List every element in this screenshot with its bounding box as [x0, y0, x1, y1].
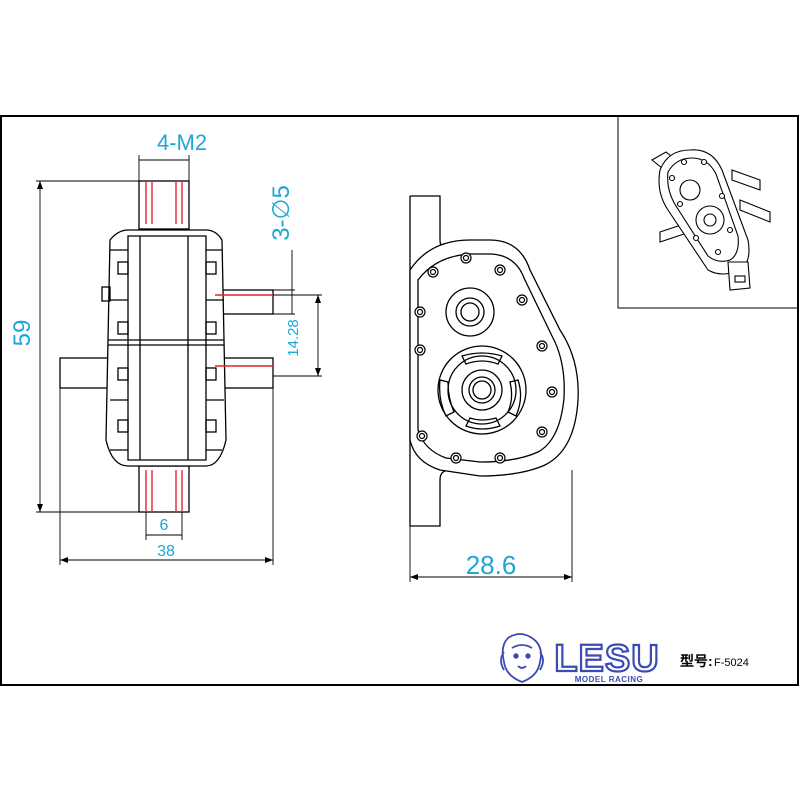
isometric-view [651, 149, 771, 291]
brand-logo-text: LESU [554, 638, 659, 680]
dimension-arrows [37, 181, 321, 563]
shaft-diameter-label: 3-∅5 [268, 185, 295, 241]
brand-tagline: MODEL RACING [575, 675, 644, 684]
depth-dimension-lines [409, 470, 573, 582]
front-dimension-lines [36, 155, 322, 565]
model-number: F-5024 [714, 657, 749, 669]
hidden-lines [145, 181, 273, 512]
height-dimension-label: 59 [9, 320, 36, 347]
total-width-label: 38 [157, 543, 175, 560]
side-view [409, 195, 579, 527]
inner-width-label: 6 [160, 517, 169, 534]
front-view [59, 180, 274, 513]
isometric-inset-frame [617, 115, 799, 309]
side-view-bolts [414, 252, 558, 464]
model-prefix: 型号: [680, 653, 713, 669]
depth-dimension-label: 28.6 [466, 550, 517, 580]
shaft-spacing-label: 14.28 [285, 319, 302, 357]
drawing-frame [0, 115, 799, 686]
lion-logo-icon [500, 633, 544, 683]
holes-dimension-label: 4-M2 [157, 130, 207, 155]
depth-dimension-arrows [410, 574, 572, 580]
